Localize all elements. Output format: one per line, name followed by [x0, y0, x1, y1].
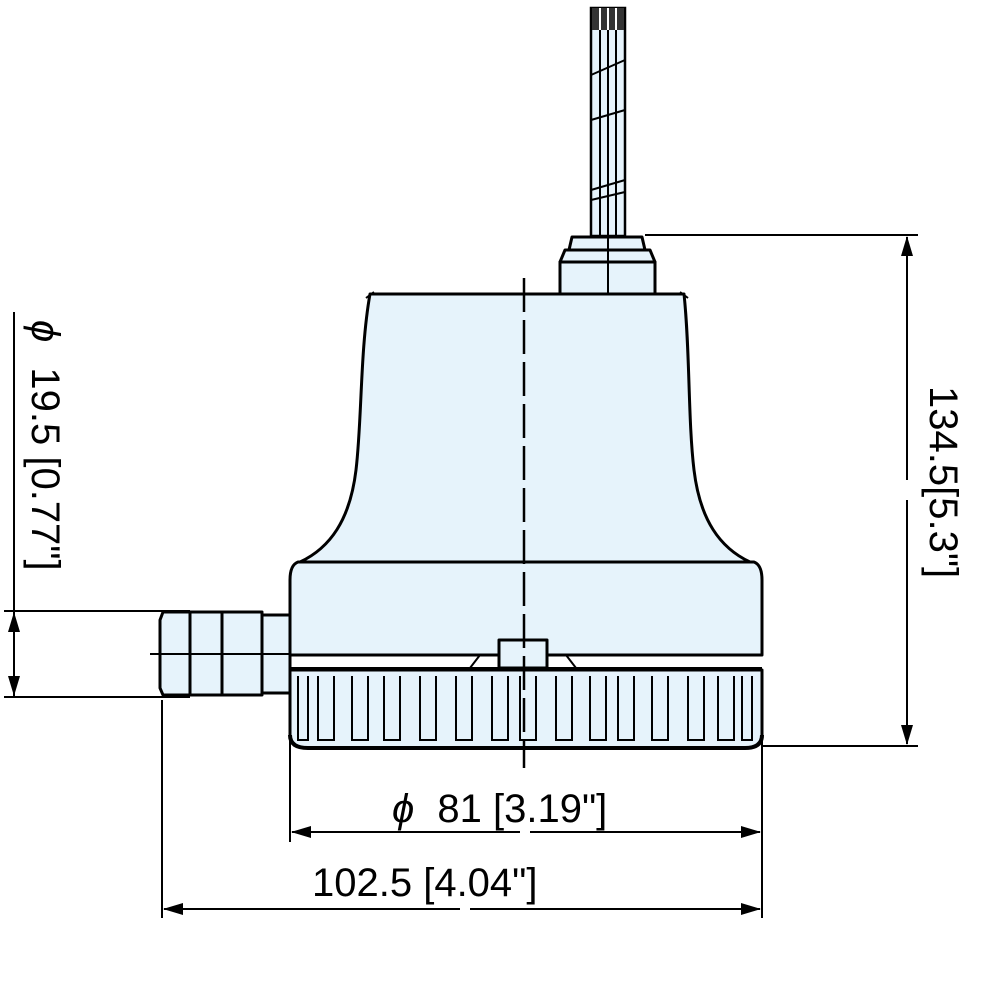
- cable-gland: [558, 235, 657, 300]
- hose-diameter-label: 19.5 [0.77"]: [23, 367, 67, 570]
- hose-diameter-dimension: ϕ 19.5 [0.77"]: [4, 312, 190, 698]
- overall-width-dimension: 102.5 [4.04"]: [161, 700, 761, 918]
- strainer-slot: [687, 676, 705, 741]
- strainer-slot: [491, 676, 509, 741]
- base-diameter-label: 81 [3.19"]: [437, 787, 607, 831]
- power-cable: [589, 6, 627, 238]
- strainer-slot: [297, 676, 309, 741]
- strainer-slot: [555, 676, 573, 741]
- strainer-slot: [317, 676, 335, 741]
- hose-barb-outlet: [150, 610, 292, 697]
- strainer-slot: [717, 676, 735, 741]
- strainer-slot: [455, 676, 473, 741]
- strainer-slot: [589, 676, 607, 741]
- strainer-slot: [651, 676, 669, 741]
- strainer-slot: [383, 676, 401, 741]
- strainer-slot: [741, 676, 753, 741]
- overall-width-label: 102.5 [4.04"]: [312, 861, 538, 905]
- svg-text:ϕ 81 [3.19"]: ϕ 81 [3.19"]: [392, 787, 607, 831]
- strainer-slot: [419, 676, 437, 741]
- base-band: [288, 560, 764, 670]
- strainer-slot: [519, 676, 537, 741]
- base-diameter-symbol: ϕ: [392, 787, 414, 831]
- svg-text:ϕ 19.5 [0.77"]: ϕ 19.5 [0.77"]: [23, 320, 67, 571]
- strainer-slot: [617, 676, 635, 741]
- base-diameter-dimension: ϕ 81 [3.19"]: [289, 700, 763, 918]
- height-label: 134.5[5.3"]: [921, 386, 965, 578]
- hose-diameter-symbol: ϕ: [23, 320, 67, 342]
- height-dimension: 134.5[5.3"]: [645, 234, 965, 747]
- strainer-slot: [351, 676, 369, 741]
- strainer-base: [288, 668, 764, 750]
